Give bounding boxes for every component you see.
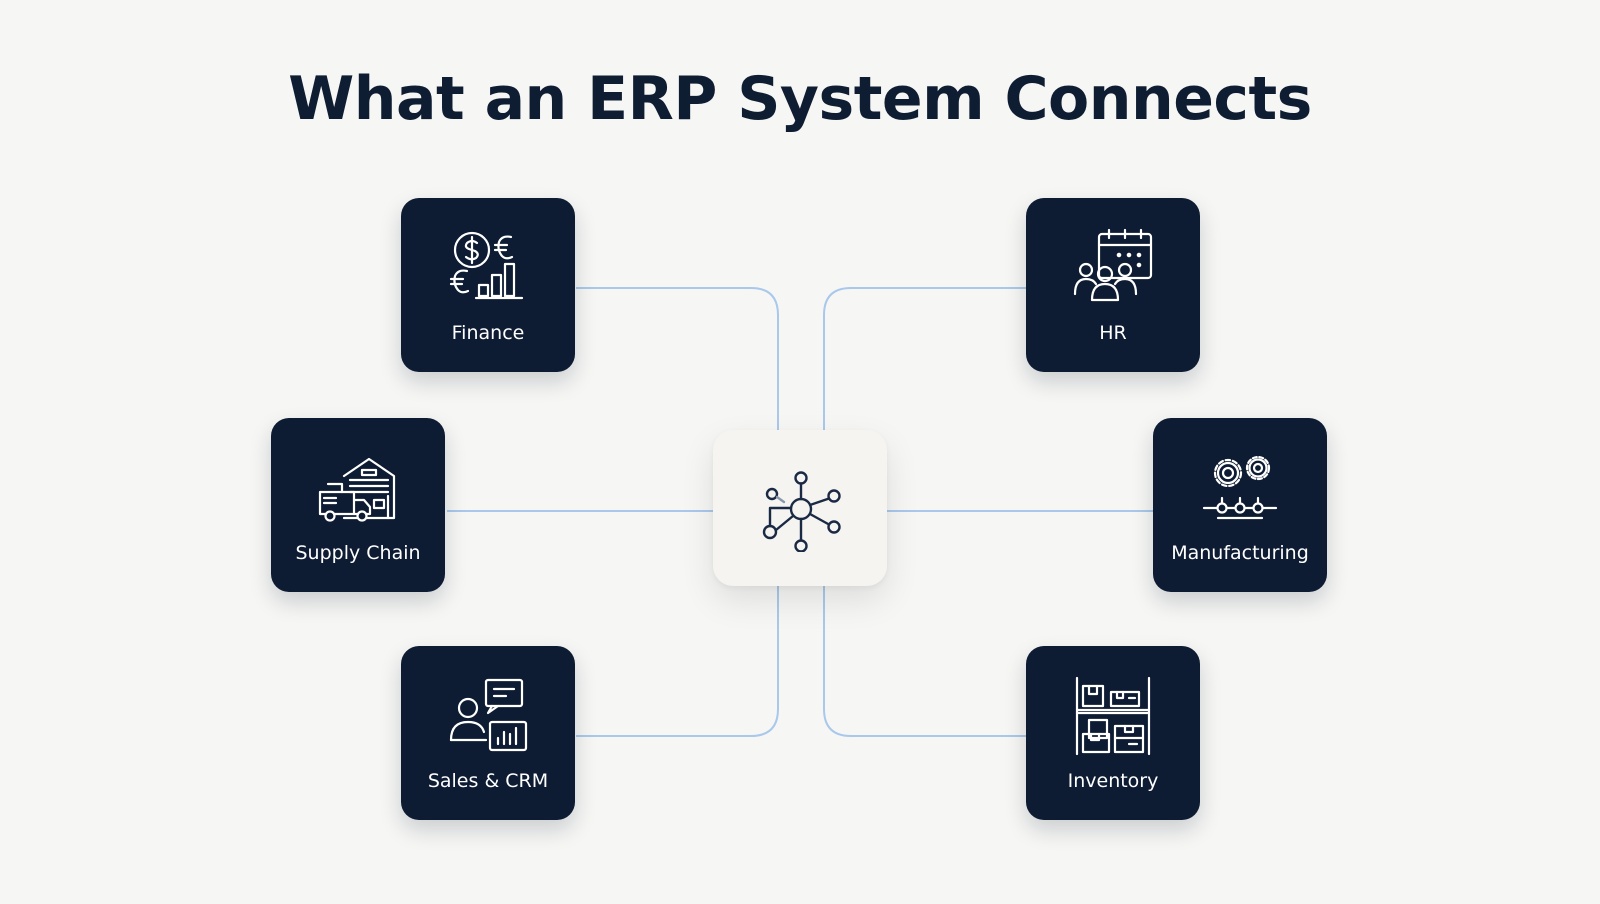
module-sales-crm[interactable]: Sales & CRM xyxy=(401,646,575,820)
erp-hub[interactable] xyxy=(713,430,887,586)
diagram-title: What an ERP System Connects xyxy=(288,64,1312,134)
connector-finance xyxy=(576,287,779,430)
connector-hr xyxy=(823,287,1026,430)
module-finance[interactable]: Finance xyxy=(401,198,575,372)
module-label: Finance xyxy=(451,322,525,344)
currency-chart-icon xyxy=(448,228,528,308)
shelves-boxes-icon xyxy=(1073,676,1153,756)
module-label: Sales & CRM xyxy=(427,770,549,792)
connector-inventory xyxy=(823,586,1026,737)
module-manufacturing[interactable]: Manufacturing xyxy=(1153,418,1327,592)
people-calendar-icon xyxy=(1073,228,1153,308)
warehouse-truck-icon xyxy=(318,448,398,528)
network-hub-icon xyxy=(758,466,844,552)
module-label: Inventory xyxy=(1067,770,1159,792)
person-chat-chart-icon xyxy=(448,676,528,756)
module-hr[interactable]: HR xyxy=(1026,198,1200,372)
connector-sales-crm xyxy=(576,586,779,737)
module-label: Supply Chain xyxy=(295,542,421,564)
gears-conveyor-icon xyxy=(1200,448,1280,528)
module-inventory[interactable]: Inventory xyxy=(1026,646,1200,820)
module-supply-chain[interactable]: Supply Chain xyxy=(271,418,445,592)
module-label: Manufacturing xyxy=(1171,542,1309,564)
module-label: HR xyxy=(1099,322,1127,344)
